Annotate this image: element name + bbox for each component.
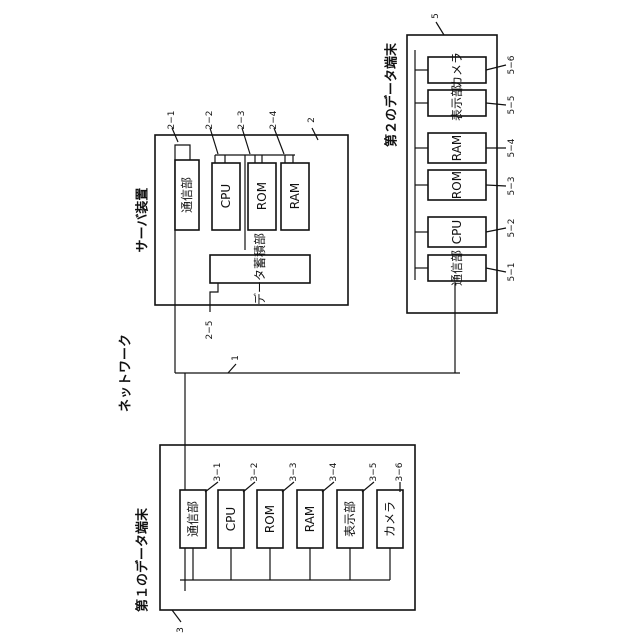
server-ram-ref: 2−4	[269, 110, 279, 129]
terminal2-display-ref-leader	[486, 103, 506, 105]
terminal2-device: 第２のデータ端末 5 通信部 CPU ROM RAM 表示部	[384, 13, 518, 313]
server-rom-label: ROM	[255, 182, 269, 210]
terminal1-display-ref-leader	[362, 482, 374, 492]
server-rom-ref-leader	[242, 128, 250, 154]
server-device: サーバ装置 2 通信部 CPU ROM RAM データ蓄積	[135, 110, 349, 339]
network-ref: 1	[231, 355, 241, 361]
server-ref: 2	[307, 117, 317, 123]
terminal1-rom-unit: ROM	[257, 490, 283, 548]
terminal1-camera-label: カメラ	[383, 501, 397, 537]
terminal1-camera-ref: 3−6	[395, 462, 405, 481]
terminal1-ram-unit: RAM	[297, 490, 323, 548]
terminal2-ref-leader	[436, 22, 444, 35]
terminal2-ram-label: RAM	[450, 135, 464, 161]
terminal1-comm-ref-leader	[205, 482, 218, 492]
terminal1-display-label: 表示部	[342, 501, 357, 537]
server-cpu-unit: CPU	[212, 163, 240, 230]
terminal2-cpu-unit: CPU	[428, 217, 486, 247]
terminal1-display-unit: 表示部	[337, 490, 363, 548]
terminal1-cpu-ref: 3−2	[250, 463, 260, 482]
terminal2-comm-label: 通信部	[449, 250, 464, 286]
terminal1-device: 第１のデータ端末 3 通信部 CPU ROM RAM 表示部	[135, 445, 416, 633]
server-ram-unit: RAM	[281, 163, 309, 230]
terminal2-ram-unit: RAM	[428, 133, 486, 163]
terminal2-comm-ref-leader	[486, 268, 506, 272]
terminal1-ram-ref-leader	[322, 482, 334, 492]
terminal1-ram-ref: 3−4	[329, 462, 339, 481]
server-cpu-ref: 2−2	[205, 111, 215, 130]
server-comm-label: 通信部	[179, 177, 194, 213]
terminal1-camera-unit: カメラ	[377, 490, 403, 548]
terminal2-rom-ref-leader	[486, 185, 506, 186]
terminal1-ram-label: RAM	[303, 506, 317, 532]
terminal2-ram-ref: 5−4	[507, 138, 517, 157]
server-cpu-ref-leader	[210, 128, 218, 154]
terminal2-rom-ref: 5−3	[507, 177, 517, 196]
server-comm-unit: 通信部	[175, 160, 199, 230]
server-ram-label: RAM	[288, 183, 302, 209]
terminal2-camera-ref-leader	[486, 65, 506, 70]
server-storage-ref-leader	[210, 283, 218, 312]
terminal2-camera-unit: カメラ	[428, 52, 486, 88]
terminal1-ref: 3	[176, 627, 186, 633]
terminal2-rom-unit: ROM	[428, 170, 486, 200]
server-comm-ref: 2−1	[167, 111, 177, 130]
terminal1-ref-leader	[172, 610, 181, 622]
terminal2-comm-ref: 5−1	[507, 263, 517, 282]
terminal2-title: 第２のデータ端末	[384, 42, 400, 147]
terminal2-ref: 5	[431, 13, 441, 19]
terminal2-camera-label: カメラ	[450, 52, 464, 88]
terminal1-display-ref: 3−5	[369, 463, 379, 482]
server-cpu-label: CPU	[219, 184, 233, 208]
network-ref-leader	[228, 364, 236, 373]
server-ram-ref-leader	[274, 128, 284, 154]
terminal1-rom-ref: 3−3	[289, 463, 299, 482]
network-label: ネットワーク	[119, 334, 134, 412]
server-rom-ref: 2−3	[237, 111, 247, 130]
server-storage-unit: データ蓄積部	[210, 233, 310, 305]
terminal1-cpu-ref-leader	[243, 482, 255, 492]
terminal1-comm-label: 通信部	[185, 501, 200, 537]
terminal2-cpu-label: CPU	[450, 220, 464, 244]
terminal2-display-label: 表示部	[449, 85, 464, 121]
terminal2-camera-ref: 5−6	[507, 55, 517, 74]
server-rom-unit: ROM	[248, 163, 276, 230]
terminal2-display-ref: 5−5	[507, 96, 517, 115]
terminal1-cpu-label: CPU	[224, 507, 238, 531]
server-storage-label: データ蓄積部	[252, 233, 267, 305]
server-ref-leader	[312, 128, 318, 140]
terminal1-title: 第１のデータ端末	[135, 507, 151, 612]
terminal1-rom-ref-leader	[282, 482, 294, 492]
terminal1-comm-ref: 3−1	[213, 463, 223, 482]
terminal1-rom-label: ROM	[263, 505, 277, 533]
terminal2-cpu-ref-leader	[486, 228, 506, 232]
server-storage-ref: 2−5	[205, 321, 215, 340]
terminal1-cpu-unit: CPU	[218, 490, 244, 548]
terminal2-comm-unit: 通信部	[428, 250, 486, 286]
server-title: サーバ装置	[135, 188, 151, 253]
terminal2-rom-label: ROM	[450, 171, 464, 199]
terminal2-display-unit: 表示部	[428, 85, 486, 121]
terminal2-cpu-ref: 5−2	[507, 219, 517, 238]
terminal1-comm-unit: 通信部	[180, 490, 206, 548]
